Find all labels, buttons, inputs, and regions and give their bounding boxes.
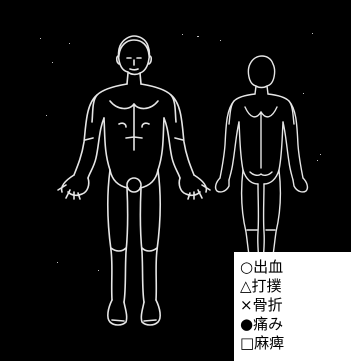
front-right-hand	[58, 175, 89, 199]
legend-item-fracture: ×骨折	[240, 296, 351, 315]
legend-label-bruise: △打撲	[240, 277, 282, 296]
back-head	[248, 56, 274, 88]
front-left-hand	[179, 175, 210, 199]
front-right-leg	[108, 170, 128, 302]
legend-panel: ○出血 △打撲 ×骨折 ●痛み □麻痺	[234, 252, 351, 361]
front-right-arm	[74, 95, 104, 178]
legend-item-bleeding: ○出血	[240, 258, 351, 277]
legend-item-paralysis: □麻痺	[240, 334, 351, 353]
front-body-figure	[58, 36, 210, 325]
back-body-figure	[216, 56, 308, 284]
legend-item-bruise: △打撲	[240, 277, 351, 296]
legend-label-pain: ●痛み	[240, 315, 283, 334]
front-left-arm	[164, 95, 194, 178]
legend-label-paralysis: □麻痺	[240, 334, 284, 353]
legend-label-fracture: ×骨折	[240, 296, 283, 315]
back-right-arm	[220, 101, 239, 180]
legend-label-bleeding: ○出血	[240, 258, 283, 277]
front-left-leg	[140, 170, 160, 302]
legend-item-pain: ●痛み	[240, 315, 351, 334]
front-head	[119, 36, 150, 74]
